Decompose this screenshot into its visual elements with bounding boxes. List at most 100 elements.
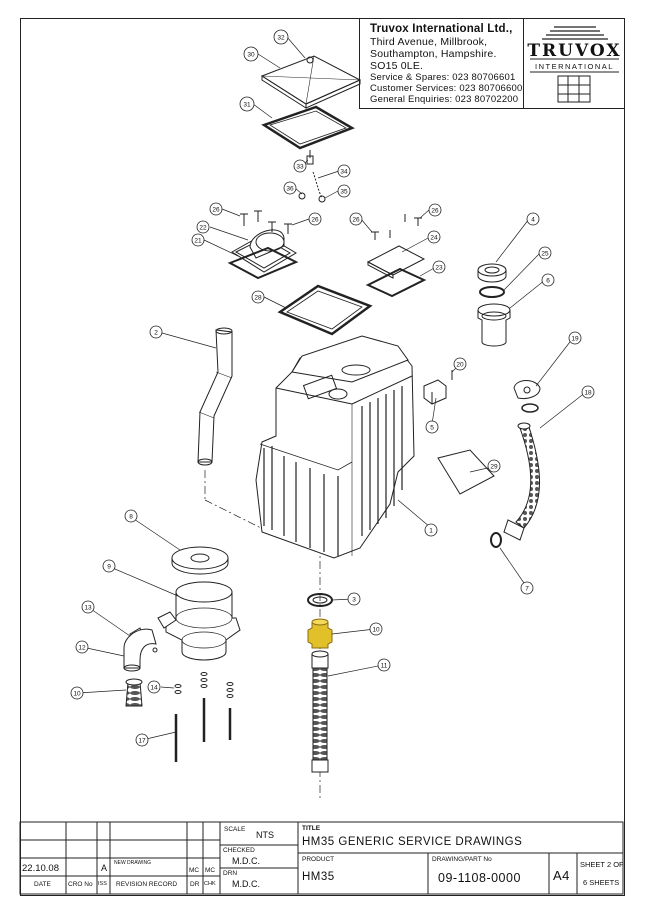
sheet-number: SHEET 2 OF — [580, 860, 624, 869]
exhaust-elbow — [123, 627, 158, 707]
drain-cap — [513, 380, 541, 413]
service-spares-phone: Service & Spares: 023 80706601 — [370, 72, 516, 83]
inlet-hose-elbow — [197, 327, 233, 466]
callout-26d: 26 — [431, 208, 439, 215]
checked-value: M.D.C. — [232, 856, 260, 866]
col-cro: CRO No — [68, 881, 93, 888]
company-name: Truvox International Ltd., — [370, 23, 513, 35]
callout-14: 14 — [150, 685, 158, 692]
logo-subtitle: INTERNATIONAL — [535, 62, 614, 71]
bracket-part — [423, 370, 453, 405]
callout-34: 34 — [340, 169, 348, 176]
logo-lines-icon — [530, 26, 619, 103]
hose-connector-highlight — [307, 618, 333, 649]
callout-23: 23 — [435, 265, 443, 272]
company-info-block: Truvox International Ltd., Third Avenue,… — [359, 18, 524, 109]
truvox-logo: TRUVOX INTERNATIONAL — [523, 18, 625, 109]
callout-33: 33 — [296, 164, 304, 171]
lid-gasket-part — [261, 105, 355, 150]
drain-hose — [490, 422, 541, 548]
logo-word: TRUVOX — [527, 41, 622, 61]
callout-18: 18 — [584, 390, 592, 397]
sheet-count: 6 SHEETS — [583, 878, 620, 887]
tank-seal-gasket — [277, 284, 373, 336]
title-label: TITLE — [302, 825, 321, 832]
callout-30: 30 — [247, 52, 255, 59]
col-dr: DR — [190, 881, 200, 888]
solution-cap-assembly — [477, 263, 511, 347]
general-enquiries-phone: General Enquiries: 023 80702200 — [370, 94, 519, 105]
callout-10b: 10 — [372, 627, 380, 634]
callout-9: 9 — [107, 564, 111, 571]
inlet-filter-plate — [227, 229, 299, 280]
callout-7: 7 — [525, 586, 529, 593]
callout-3: 3 — [352, 597, 356, 604]
scale-value: NTS — [256, 830, 274, 840]
part-no-value: 09-1108-0000 — [438, 871, 521, 885]
rev-chk: MC — [205, 867, 216, 874]
callout-17: 17 — [138, 738, 146, 745]
callout-22: 22 — [199, 225, 207, 232]
product-value: HM35 — [302, 871, 335, 883]
address-line-1: Third Avenue, Millbrook, — [370, 36, 488, 48]
drn-label: DRN — [223, 870, 238, 877]
callout-32: 32 — [277, 35, 285, 42]
callout-2: 2 — [154, 330, 158, 337]
callout-26b: 26 — [311, 217, 319, 224]
callout-20: 20 — [456, 362, 464, 369]
drawing-border — [20, 18, 625, 896]
vacuum-motor — [157, 581, 241, 661]
rev-record: NEW DRAWING — [114, 860, 152, 866]
lid-top-part — [260, 55, 362, 109]
drain-down-hose — [311, 650, 329, 773]
screws-26 — [240, 210, 422, 240]
address-line-2: Southampton, Hampshire. — [370, 48, 497, 60]
customer-services-phone: Customer Services: 023 80706600 — [370, 83, 523, 94]
callout-8: 8 — [129, 514, 133, 521]
callout-31: 31 — [243, 102, 251, 109]
label-plate — [437, 449, 495, 495]
blanking-plate-part — [365, 245, 427, 298]
float-valve-part — [298, 150, 326, 203]
col-record: REVISION RECORD — [116, 881, 178, 888]
callout-numbers: 32 30 31 33 34 36 35 26 26 22 21 26 26 2… — [73, 35, 592, 745]
callout-29: 29 — [490, 464, 498, 471]
title-block-grid — [19, 821, 624, 895]
postcode: SO15 0LE. — [370, 60, 424, 72]
col-iss: ISS — [98, 881, 107, 887]
callout-28: 28 — [254, 295, 262, 302]
callout-25: 25 — [541, 251, 549, 258]
part-no-label: DRAWING/PART No — [432, 856, 492, 863]
mounting-rods — [174, 698, 232, 762]
callout-11: 11 — [381, 663, 388, 670]
drawing-title: HM35 GENERIC SERVICE DRAWINGS — [302, 836, 523, 848]
col-date: DATE — [34, 881, 51, 888]
sheet-size: A4 — [553, 868, 570, 883]
recovery-tank-part — [255, 335, 415, 559]
callout-4: 4 — [531, 217, 535, 224]
callout-26c: 26 — [352, 217, 360, 224]
callout-1: 1 — [429, 528, 433, 535]
rev-issue: A — [101, 863, 108, 873]
callout-circles — [70, 29, 595, 747]
callout-12: 12 — [78, 645, 86, 652]
callout-26a: 26 — [212, 207, 220, 214]
motor-seal-ring — [171, 546, 229, 575]
callout-13: 13 — [84, 605, 92, 612]
checked-label: CHECKED — [223, 847, 255, 854]
mounting-washers — [174, 672, 234, 698]
callout-6: 6 — [546, 278, 550, 285]
callout-21: 21 — [194, 238, 202, 245]
drn-value: M.D.C. — [232, 879, 260, 889]
callout-36: 36 — [286, 186, 294, 193]
col-chk: CHK — [204, 881, 216, 887]
callout-19: 19 — [571, 336, 579, 343]
scale-label: SCALE — [224, 826, 246, 833]
callout-5: 5 — [430, 425, 434, 432]
rev-dr: MC — [189, 867, 200, 874]
rev-date: 22.10.08 — [22, 863, 59, 874]
callout-35: 35 — [340, 189, 348, 196]
product-label: PRODUCT — [302, 856, 335, 863]
